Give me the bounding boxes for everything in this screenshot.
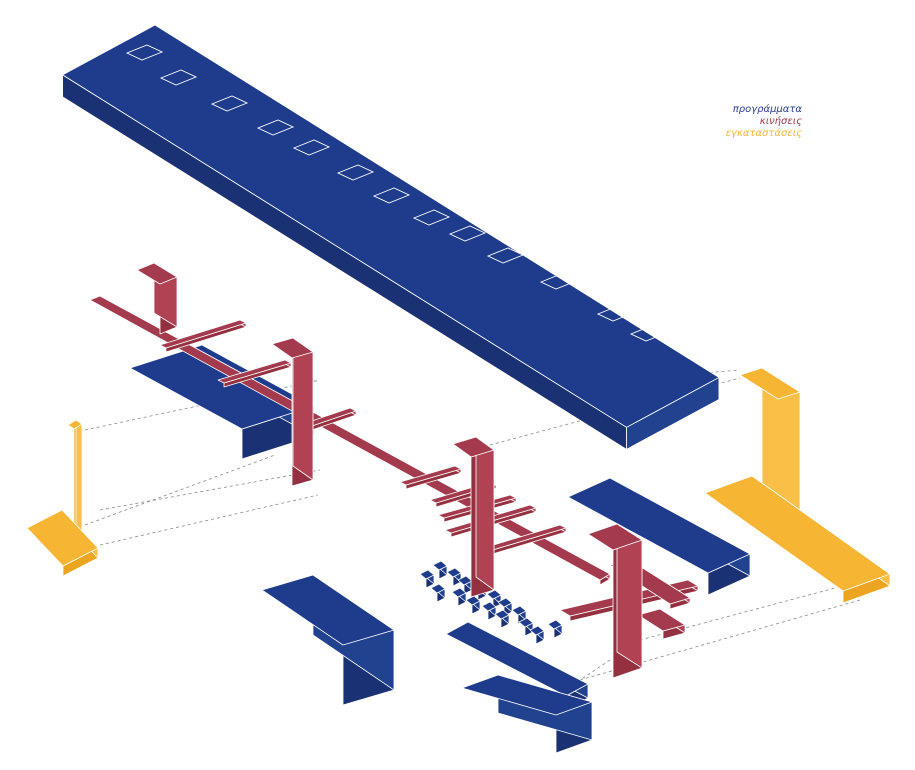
- yellow-base-left-top: [26, 509, 99, 567]
- yellow-column-left-side: [75, 419, 83, 543]
- small-cube-top: [451, 587, 467, 598]
- volume-lower-bar: [445, 621, 589, 711]
- legend: προγράμματα κινήσεις εγκαταστάσεις: [700, 104, 802, 140]
- small-cube: [446, 567, 462, 587]
- volume-lower-left-top: [261, 574, 395, 646]
- volume-lower-left: [261, 574, 395, 706]
- small-cube: [430, 583, 446, 603]
- tower-2: [271, 337, 314, 487]
- skylight-icon: [210, 95, 249, 112]
- skylight-icon: [448, 225, 487, 242]
- skylight-icon: [336, 164, 375, 181]
- walkway-branch: [217, 359, 292, 388]
- yellow-base-right: [704, 475, 891, 604]
- walkway-branch-top: [217, 359, 292, 384]
- walkway-branch-top: [399, 465, 462, 486]
- tower-2-top: [271, 337, 314, 359]
- small-cube: [494, 609, 510, 629]
- volume-right-bar: [567, 477, 751, 596]
- small-cube: [432, 560, 448, 580]
- yellow-wall-right-top: [739, 367, 801, 400]
- legend-item-programs: προγράμματα: [732, 104, 802, 115]
- volume-right-bar-top: [567, 477, 751, 574]
- small-cube-top: [529, 625, 545, 636]
- tower-4-top: [587, 523, 643, 551]
- small-cube-top: [511, 605, 527, 616]
- tower-3: [452, 436, 495, 598]
- small-cube: [451, 587, 467, 607]
- yellow-column-left: [67, 419, 83, 548]
- small-cube-top: [432, 560, 448, 571]
- roof-slab-front: [62, 74, 627, 450]
- small-cube: [419, 569, 435, 589]
- volume-lower-block-top: [461, 674, 593, 716]
- skylight-icon: [292, 139, 331, 156]
- roof-slab: [62, 24, 720, 450]
- dash-line: [99, 494, 319, 546]
- walkway-branch: [299, 407, 357, 433]
- small-cube: [518, 617, 534, 637]
- legend-item-movements: κινήσεις: [759, 116, 802, 127]
- dash-line: [99, 469, 321, 511]
- legend-item-installations: εγκαταστάσεις: [725, 128, 802, 139]
- building-volumes: [26, 24, 891, 754]
- roof-skylights: [125, 44, 668, 342]
- small-cube-top: [494, 609, 510, 620]
- small-cube-top: [547, 619, 563, 630]
- small-cube: [547, 619, 563, 639]
- small-cube-top: [481, 601, 497, 612]
- walkway-branch-top: [637, 608, 686, 632]
- small-cube-top: [497, 597, 513, 608]
- dash-line: [489, 377, 741, 446]
- roof-slab-top: [62, 24, 720, 428]
- volume-lower-block: [461, 674, 593, 754]
- small-cube-top: [430, 583, 446, 594]
- small-cube: [465, 595, 481, 615]
- tower-2-side: [292, 337, 314, 481]
- small-cube-top: [419, 569, 435, 580]
- skylight-icon: [596, 305, 635, 322]
- small-cube-top: [465, 595, 481, 606]
- small-cube-top: [446, 567, 462, 578]
- volume-lower-bar-top: [445, 621, 589, 697]
- tower-3-top: [452, 436, 495, 458]
- small-cube-top: [486, 589, 502, 600]
- small-cube: [481, 601, 497, 621]
- tower-4: [587, 523, 643, 679]
- volume-upper-left-top: [129, 344, 315, 430]
- walkway-branch: [399, 465, 462, 490]
- yellow-column-left-top: [67, 419, 83, 430]
- walkway-branch: [637, 608, 686, 640]
- dash-line: [84, 454, 276, 526]
- skylight-icon: [412, 209, 451, 226]
- skylight-icon: [486, 247, 525, 264]
- walkway-branch: [159, 319, 247, 353]
- skylight-icon: [256, 119, 295, 136]
- small-cube: [529, 625, 545, 645]
- small-cube: [497, 597, 513, 617]
- skylight-icon: [539, 273, 578, 290]
- skylight-icon: [372, 187, 411, 204]
- walkway-branch-top: [159, 319, 247, 349]
- small-cube-top: [518, 617, 534, 628]
- yellow-base-right-top: [704, 475, 891, 592]
- skylight-icon: [125, 44, 164, 61]
- tower-3-side: [475, 436, 495, 591]
- yellow-base-left: [26, 509, 99, 577]
- tower-1-top: [136, 262, 178, 285]
- skylight-icon: [629, 325, 668, 342]
- skylight-icon: [159, 69, 198, 86]
- tower-1: [136, 262, 178, 335]
